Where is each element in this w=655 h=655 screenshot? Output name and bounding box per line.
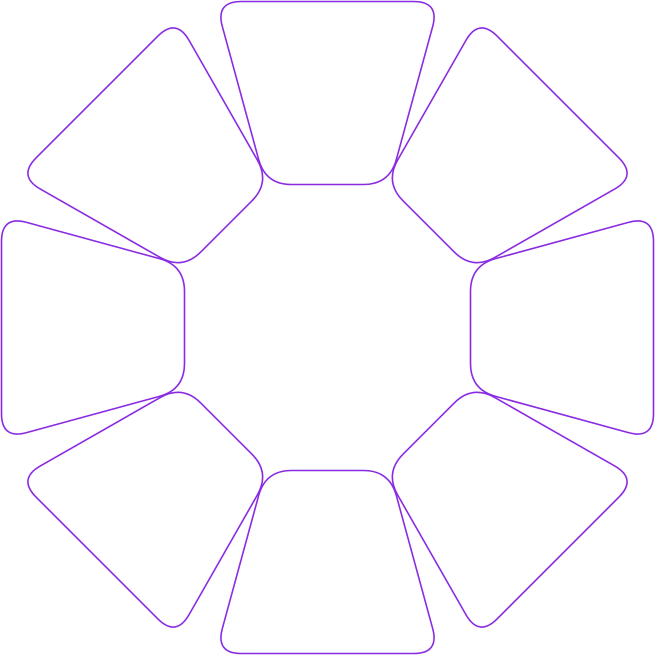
segment-bottom[interactable] bbox=[220, 469, 435, 655]
segment-top[interactable] bbox=[220, 0, 435, 186]
segment-left[interactable] bbox=[0, 220, 186, 435]
segment-top-left[interactable] bbox=[27, 27, 264, 264]
segment-bottom-left[interactable] bbox=[27, 391, 264, 628]
segment-bottom-right[interactable] bbox=[391, 391, 628, 628]
segment-right[interactable] bbox=[469, 220, 655, 435]
segment-top-right[interactable] bbox=[391, 27, 628, 264]
